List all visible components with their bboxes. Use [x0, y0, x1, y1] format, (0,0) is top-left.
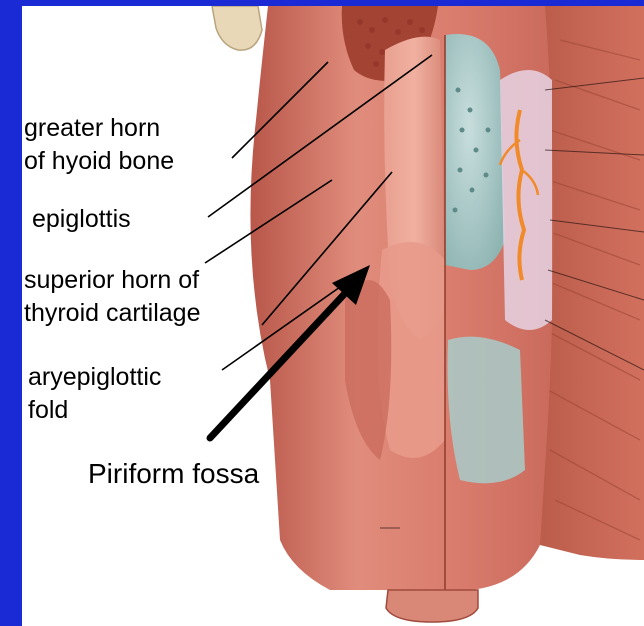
diagram-panel: greater horn of hyoid bone epiglottis su… [22, 6, 644, 626]
membrane [500, 70, 552, 330]
esophagus-ring [386, 590, 478, 622]
label-aryepiglottic: aryepiglottic fold [28, 361, 161, 427]
label-aryepiglottic-line2: fold [28, 394, 161, 427]
label-superior-horn: superior horn of thyroid cartilage [24, 264, 200, 330]
label-aryepiglottic-line1: aryepiglottic [28, 361, 161, 394]
label-greater-horn-line1: greater horn [24, 112, 174, 145]
label-epiglottis: epiglottis [32, 203, 131, 236]
label-piriform-fossa: Piriform fossa [88, 457, 259, 491]
lower-cartilage [448, 337, 526, 484]
label-greater-horn: greater horn of hyoid bone [24, 112, 174, 178]
label-superior-horn-line2: thyroid cartilage [24, 297, 200, 330]
hyoid-knob [212, 6, 262, 50]
label-greater-horn-line2: of hyoid bone [24, 145, 174, 178]
label-superior-horn-line1: superior horn of [24, 264, 200, 297]
